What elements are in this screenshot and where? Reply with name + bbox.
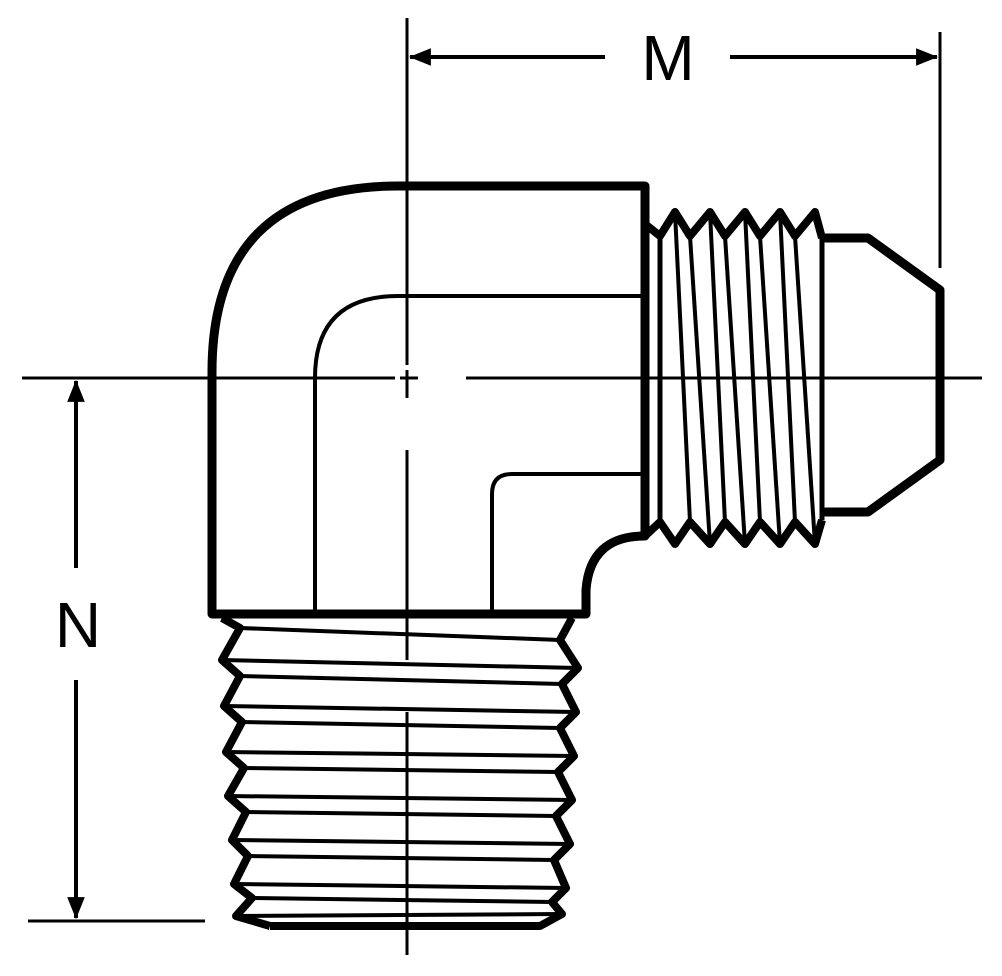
- pipe-thread-crest: [239, 674, 563, 686]
- pipe-thread-crest: [223, 704, 577, 714]
- dimension-m: [408, 32, 942, 268]
- pipe-thread-crest: [233, 882, 567, 890]
- pipe-thread-crest: [225, 750, 575, 758]
- tube-thread-crest: [723, 235, 747, 545]
- pipe-thread-crest: [243, 766, 559, 774]
- elbow-outer-contour: [207, 181, 650, 619]
- dimension-n-label: N: [55, 589, 101, 661]
- pipe-thread-crest: [231, 838, 571, 846]
- tube-thread-crest: [778, 211, 797, 523]
- tube-thread-crest: [708, 211, 727, 523]
- pipe-end-thread: [218, 614, 582, 930]
- tube-thread-crest: [743, 211, 762, 523]
- tube-thread-crest: [758, 235, 782, 545]
- tube-thread-crest: [673, 211, 692, 523]
- pipe-thread-crest: [241, 720, 561, 730]
- tube-flare-nose: [822, 233, 945, 517]
- dimension-n: [28, 379, 205, 923]
- elbow-inner-bore: [490, 472, 645, 614]
- tube-thread-crest: [793, 235, 817, 545]
- tube-thread-crest: [688, 235, 712, 545]
- dimension-m-label: M: [641, 22, 694, 94]
- pipe-thread-crest: [239, 626, 561, 642]
- pipe-thread-crest: [221, 658, 579, 670]
- elbow-inner-bend: [313, 294, 645, 614]
- pipe-thread-crest: [251, 896, 553, 904]
- pipe-thread-profile-left: [218, 614, 272, 930]
- tube-thread-profile-top: [642, 208, 826, 240]
- pipe-thread-crest: [245, 810, 557, 818]
- elbow-body: [207, 181, 650, 619]
- tube-thread-profile-bottom: [642, 518, 826, 548]
- pipe-thread-crests: [221, 626, 579, 918]
- pipe-thread-crest: [227, 794, 573, 802]
- pipe-thread-crest: [247, 854, 555, 862]
- tube-end-thread: [642, 208, 945, 548]
- tube-thread-crests: [673, 211, 817, 545]
- pipe-thread-crest: [235, 912, 563, 918]
